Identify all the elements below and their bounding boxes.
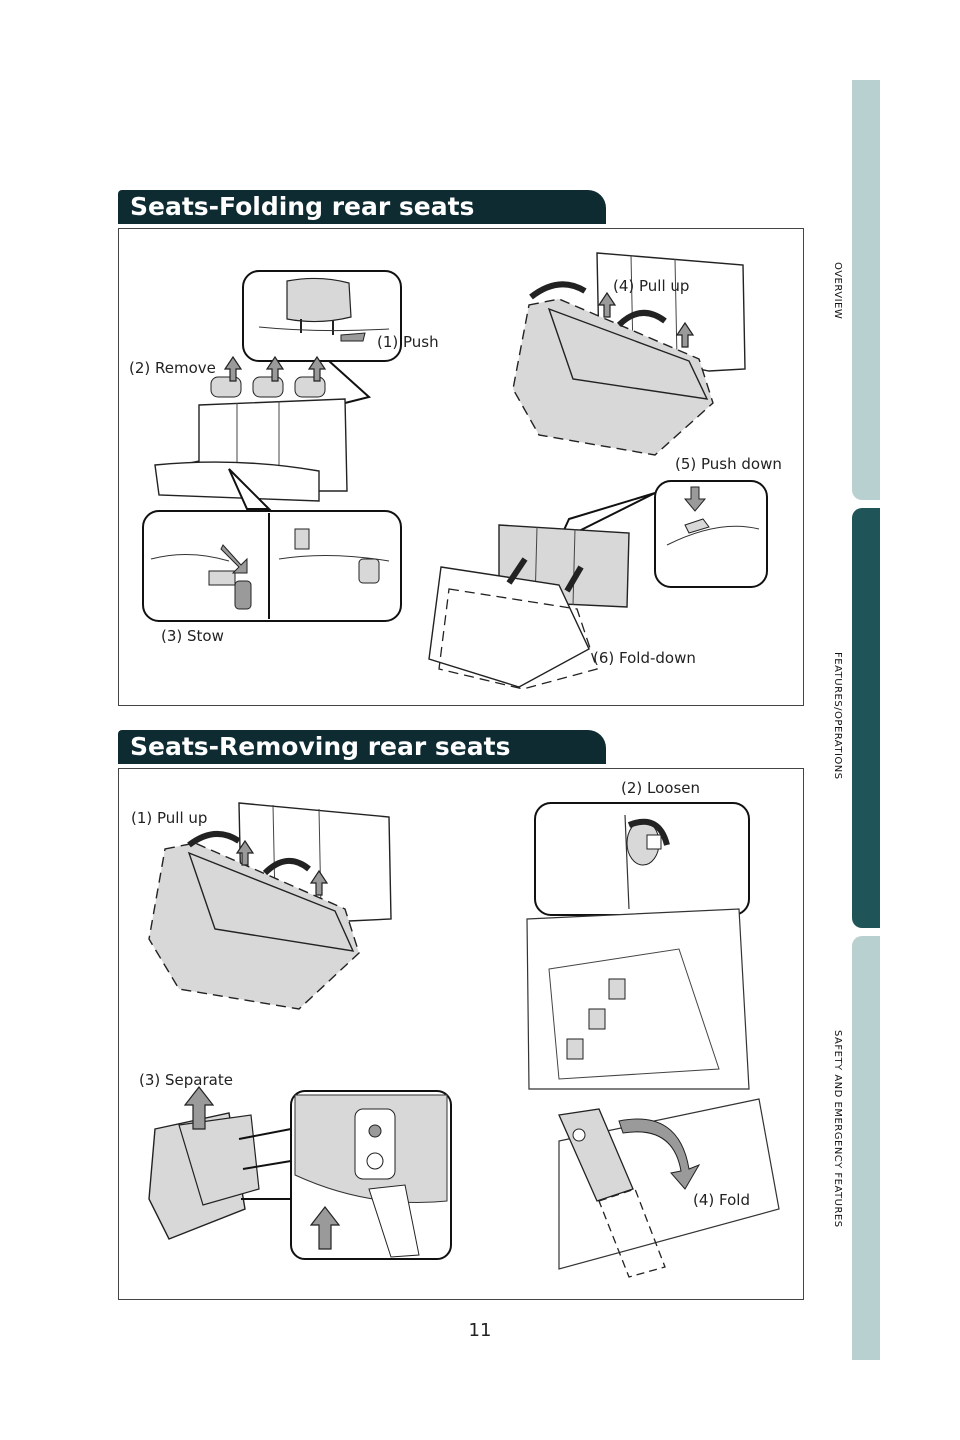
label-loosen: (2) Loosen [621, 779, 701, 797]
page-number: 11 [468, 1320, 492, 1341]
label-push-down: (5) Push down [675, 455, 782, 473]
seat-cushion-pullup [512, 252, 746, 456]
label-separate: (3) Separate [139, 1071, 233, 1089]
removing-diagram-panel: (1) Pull up (2) Loosen (3) Separate (4) … [118, 768, 804, 1300]
sidebar-label-overview: OVERVIEW [832, 262, 843, 320]
sidebar-tab-features[interactable] [852, 508, 880, 928]
remove-seat-pullup [148, 802, 392, 1010]
fold-bracket [558, 1098, 780, 1278]
vehicle-floor [526, 908, 750, 1090]
label-fold-down: (6) Fold-down [593, 649, 696, 667]
folding-section-title: Seats-Folding rear seats [118, 190, 606, 224]
label-stow: (3) Stow [161, 627, 224, 645]
headrest-inset [242, 270, 402, 406]
removing-illustration [148, 802, 780, 1278]
sidebar-label-features: FEATURES/OPERATIONS [832, 652, 843, 780]
label-push: (1) Push [377, 333, 439, 351]
label-remove: (2) Remove [129, 359, 216, 377]
sidebar-label-safety: SAFETY AND EMERGENCY FEATURES [832, 1030, 843, 1228]
sidebar-tab-overview[interactable] [852, 80, 880, 500]
rear-bench-upright [154, 356, 348, 502]
push-down-inset [556, 480, 768, 588]
label-fold: (4) Fold [693, 1191, 750, 1209]
removing-section-title: Seats-Removing rear seats [118, 730, 606, 764]
label-remove-pull-up: (1) Pull up [131, 809, 208, 827]
stow-inset [142, 468, 402, 622]
separate-assembly [148, 1086, 452, 1260]
label-pull-up: (4) Pull up [613, 277, 690, 295]
seat-folded-down [428, 524, 630, 690]
folding-diagram-panel: (1) Push (2) Remove (3) Stow (4) Pull up… [118, 228, 804, 706]
sidebar-tab-safety[interactable] [852, 936, 880, 1360]
folding-illustration [142, 252, 768, 690]
